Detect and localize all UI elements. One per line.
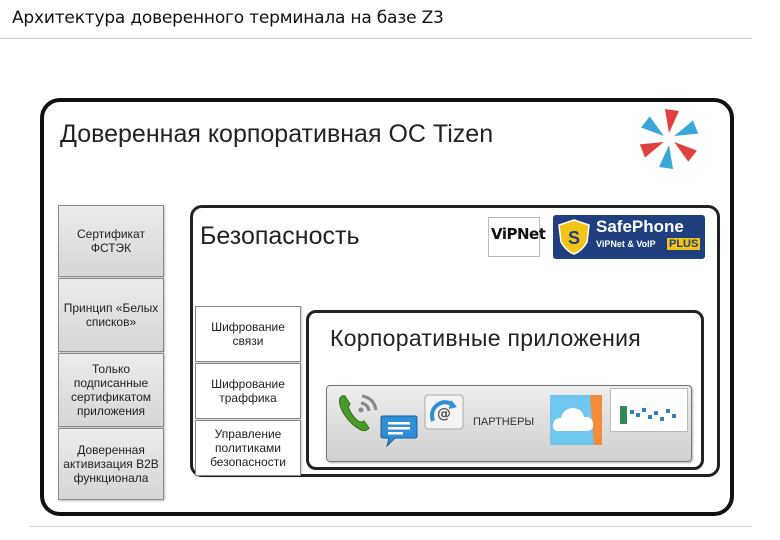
vipnet-logo-icon: [488, 217, 540, 257]
safephone-brand: SafePhone: [596, 217, 684, 236]
svg-text:S: S: [568, 228, 580, 248]
corporate-apps-heading: Корпоративные приложения: [330, 325, 642, 351]
left-box-signed-apps: Только подписанные сертификатом приложен…: [58, 353, 164, 427]
safephone-plus: PLUS: [667, 238, 701, 250]
phone-wifi-icon: [334, 388, 384, 438]
left-box-certificate: Сертификат ФСТЭК: [58, 205, 164, 277]
partner-card-graphic: [618, 400, 684, 430]
safephone-shield-icon: S: [556, 218, 592, 256]
page-title: Архитектура доверенного терминала на баз…: [12, 8, 444, 28]
partners-label: ПАРТНЕРЫ: [473, 416, 535, 428]
left-box-b2b-activation: Доверенная активизация B2B функционала: [58, 428, 164, 500]
tizen-logo-icon: [636, 106, 702, 172]
chat-bubble-icon: [379, 410, 419, 450]
left-box-whitelist: Принцип «Белых списков»: [58, 278, 164, 352]
safephone-sub: ViPNet & VoIP: [596, 239, 656, 249]
security-item-channel-encryption: Шифрование связи: [195, 306, 301, 362]
os-heading: Доверенная корпоративная ОС Tizen: [60, 120, 494, 148]
email-refresh-icon: @: [424, 394, 464, 430]
title-divider: [0, 38, 752, 39]
security-item-policy-management: Управление политиками безопасности: [195, 420, 301, 476]
vipnet-logo-text: ViPNet: [491, 225, 546, 243]
security-item-traffic-encryption: Шифрование траффика: [195, 363, 301, 419]
security-heading: Безопасность: [200, 222, 360, 250]
svg-text:@: @: [437, 406, 451, 422]
bottom-divider: [30, 526, 752, 527]
cloud-icon: [550, 395, 602, 445]
